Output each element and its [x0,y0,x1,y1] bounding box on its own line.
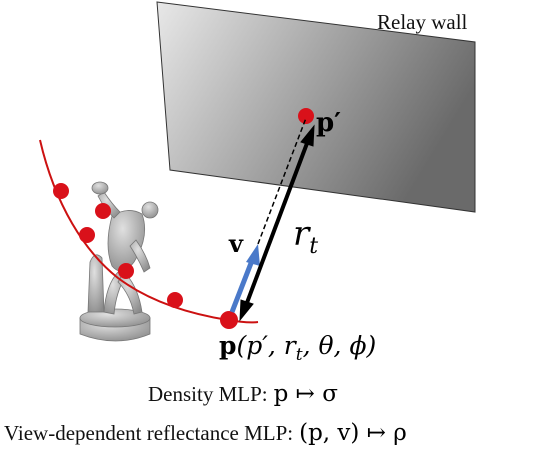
view-direction-arrow [229,244,260,313]
density-prefix: Density MLP: [148,382,268,406]
density-formula: p ↦ σ [274,381,339,407]
point-p [220,311,238,329]
density-caption: Density MLP:p ↦ σ [148,381,338,407]
point-p-prime [298,108,314,124]
sampling-curve [39,139,259,324]
relay-wall-label: Relay wall [377,10,468,34]
label-v: v [228,229,244,258]
distance-arrow [239,124,315,322]
sample-point [118,263,134,279]
reflectance-formula: (p, v) ↦ ρ [299,420,407,446]
label-p-args-sub: t [296,345,303,365]
label-p-args-tail: , θ, ϕ) [303,331,377,360]
label-r: r [293,214,311,254]
label-p-prime: p′ [316,108,341,138]
label-p-args: (p′, r [236,331,297,360]
sample-point [53,183,69,199]
reflectance-caption: View-dependent reflectance MLP:(p, v) ↦ … [4,420,407,446]
label-p-expression: p(p′, rt, θ, ϕ) [219,331,376,365]
sample-point [79,227,95,243]
discobolus-statue-icon [79,181,159,342]
label-r-sub: t [309,234,318,259]
sample-points [53,108,314,329]
reflectance-prefix: View-dependent reflectance MLP: [4,421,293,445]
label-p-bold: p [219,331,236,360]
sample-point [167,292,183,308]
sample-point [95,203,111,219]
relay-wall [156,1,476,213]
label-r-t: rt [293,214,318,259]
dashed-ray [257,117,307,245]
